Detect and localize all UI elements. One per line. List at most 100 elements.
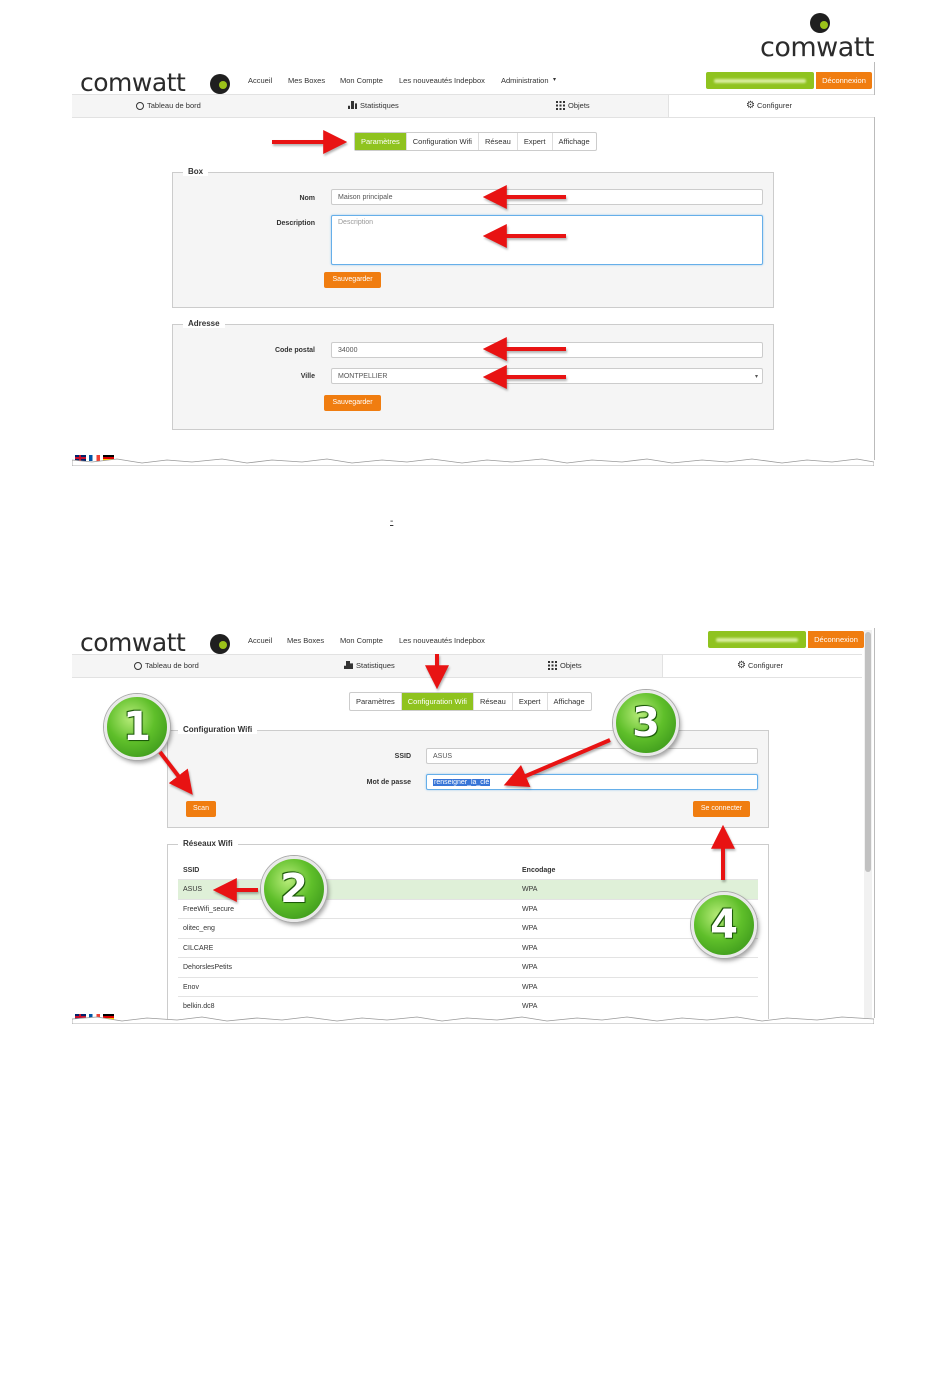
- nav-news[interactable]: Les nouveautés Indepbox: [399, 76, 485, 85]
- scrollbar[interactable]: [864, 630, 872, 1018]
- config-subtabs: Paramètres Configuration Wifi Réseau Exp…: [354, 132, 597, 151]
- bar-chart-icon: [348, 101, 357, 109]
- grid-icon-2: [548, 661, 557, 670]
- logout-button-2[interactable]: Déconnexion: [808, 631, 864, 648]
- row-encoding: WPA: [522, 964, 538, 971]
- app-logo-text-2: comwatt: [80, 628, 186, 657]
- tab-dashboard-2[interactable]: Tableau de bord: [134, 661, 199, 670]
- nav-account-2[interactable]: Mon Compte: [340, 636, 383, 645]
- flag-de-icon[interactable]: [103, 455, 114, 461]
- app-logo-2[interactable]: comwatt: [80, 628, 240, 658]
- save-address-button[interactable]: Sauvegarder: [324, 395, 381, 411]
- nav-admin[interactable]: Administration: [501, 76, 549, 85]
- zip-input[interactable]: 34000: [331, 342, 763, 358]
- select-caret-icon: ▾: [754, 374, 758, 380]
- flag-uk-icon[interactable]: [75, 455, 86, 461]
- tab-configure-active-bg-2: [662, 655, 863, 677]
- config-subtabs-2: Paramètres Configuration Wifi Réseau Exp…: [349, 692, 592, 711]
- gear-icon-2: ⚙: [737, 660, 746, 671]
- row-encoding: WPA: [522, 886, 538, 893]
- main-tabs-2: Tableau de bord Statistiques Objets ⚙Con…: [72, 654, 863, 678]
- gear-icon: ⚙: [746, 100, 755, 111]
- subtab-parametres-2[interactable]: Paramètres: [350, 693, 402, 710]
- connect-button[interactable]: Se connecter: [693, 801, 750, 817]
- flag-uk-icon-2[interactable]: [75, 1014, 86, 1020]
- torn-edge-2: [72, 1016, 874, 1024]
- tab-objects-2[interactable]: Objets: [548, 661, 582, 670]
- app-logo[interactable]: comwatt: [80, 68, 240, 98]
- ssid-input[interactable]: ASUS: [426, 748, 758, 764]
- tab-stats[interactable]: Statistiques: [348, 101, 399, 110]
- scan-button[interactable]: Scan: [186, 801, 216, 817]
- nav-boxes-2[interactable]: Mes Boxes: [287, 636, 325, 645]
- nav-home-2[interactable]: Accueil: [248, 636, 273, 645]
- row-encoding: WPA: [522, 1003, 538, 1010]
- subtab-network-2[interactable]: Réseau: [474, 693, 513, 710]
- bar-chart-icon-2: [344, 661, 353, 669]
- app-logo-text: comwatt: [80, 68, 186, 97]
- torn-edge-1: [72, 458, 874, 466]
- password-input-selected-text: renseigner_la_clé: [433, 779, 491, 786]
- row-ssid: CILCARE: [183, 944, 214, 952]
- tab-objects[interactable]: Objets: [556, 101, 590, 110]
- tab-configure[interactable]: ⚙Configurer: [746, 100, 792, 111]
- logo-text: comwatt: [760, 32, 874, 63]
- nav-boxes[interactable]: Mes Boxes: [288, 76, 326, 85]
- user-email-button-2[interactable]: [708, 631, 806, 648]
- subtab-wifi[interactable]: Configuration Wifi: [407, 133, 479, 150]
- tab-stats-label: Statistiques: [360, 101, 399, 110]
- name-input[interactable]: Maison principale: [331, 189, 763, 205]
- logo-dot-icon: [810, 13, 830, 33]
- zip-label: Code postal: [274, 347, 315, 354]
- subtab-display-2[interactable]: Affichage: [553, 697, 585, 706]
- step-badge-4: 4: [691, 892, 757, 958]
- subtab-wifi-2[interactable]: Configuration Wifi: [401, 693, 474, 710]
- password-label: Mot de passe: [366, 779, 411, 786]
- row-encoding: WPA: [522, 983, 538, 991]
- scrollbar-thumb[interactable]: [865, 632, 871, 872]
- city-select[interactable]: MONTPELLIER ▾: [331, 368, 763, 384]
- table-row[interactable]: belkin.dc8 WPA: [178, 996, 758, 1016]
- flag-fr-icon[interactable]: [89, 455, 100, 461]
- description-textarea[interactable]: Description: [331, 215, 763, 265]
- subtab-parametres[interactable]: Paramètres: [355, 133, 407, 150]
- save-box-button[interactable]: Sauvegarder: [324, 272, 381, 288]
- nav-home[interactable]: Accueil: [248, 76, 273, 85]
- password-input[interactable]: renseigner_la_clé: [426, 774, 758, 790]
- stray-mark: -: [390, 516, 394, 527]
- nav-news-2[interactable]: Les nouveautés Indepbox: [399, 636, 485, 645]
- brand-logo: comwatt: [760, 12, 880, 63]
- tab-configure-label: Configurer: [756, 101, 792, 110]
- tab-dashboard[interactable]: Tableau de bord: [136, 101, 201, 110]
- user-email-button[interactable]: [706, 72, 814, 89]
- description-label: Description: [276, 220, 315, 227]
- tab-configure-2[interactable]: ⚙Configurer: [737, 660, 783, 671]
- address-fieldset: Adresse Code postal 34000 Ville MONTPELL…: [172, 319, 774, 430]
- ssid-label: SSID: [394, 753, 411, 760]
- flag-de-icon-2[interactable]: [103, 1014, 114, 1020]
- nav-account[interactable]: Mon Compte: [340, 76, 383, 85]
- grid-icon: [556, 101, 565, 110]
- name-label: Nom: [299, 195, 315, 202]
- wifi-networks-legend: Réseaux Wifi: [178, 839, 238, 848]
- subtab-network[interactable]: Réseau: [479, 133, 518, 150]
- row-ssid: belkin.dc8: [183, 1003, 215, 1010]
- box-legend: Box: [183, 167, 209, 176]
- clock-icon-2: [134, 662, 142, 670]
- chevron-down-icon: ▾: [553, 77, 557, 83]
- tab-dashboard-label-2: Tableau de bord: [145, 661, 199, 670]
- tab-dashboard-label: Tableau de bord: [147, 101, 201, 110]
- subtab-expert[interactable]: Expert: [518, 133, 553, 150]
- subtab-expert-2[interactable]: Expert: [513, 693, 548, 710]
- address-legend: Adresse: [183, 319, 225, 328]
- tab-stats-2[interactable]: Statistiques: [344, 661, 395, 670]
- logout-button[interactable]: Déconnexion: [816, 72, 872, 89]
- language-flags: [75, 455, 115, 461]
- subtab-display[interactable]: Affichage: [558, 137, 590, 146]
- tab-configure-label-2: Configurer: [747, 661, 783, 670]
